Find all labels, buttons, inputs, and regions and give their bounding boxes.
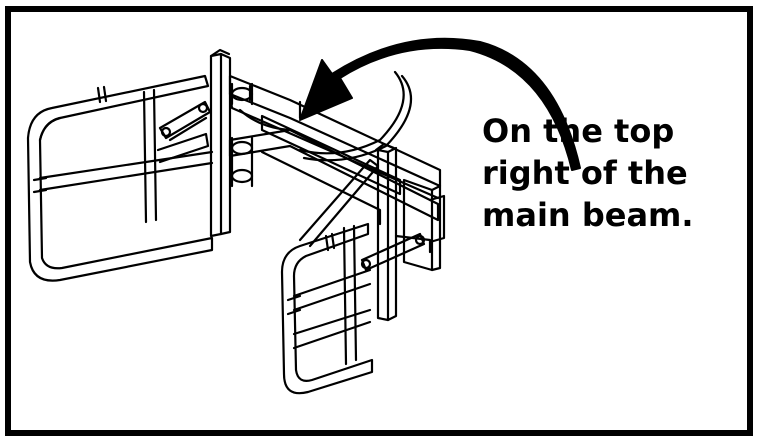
caption-line-3: main beam.: [482, 196, 694, 234]
bale-clamp-illustration: [26, 37, 581, 395]
right-clamp-arm-icon: [280, 142, 432, 395]
caption-text: On the top right of the main beam.: [482, 110, 752, 236]
caption-line-2: right of the: [482, 154, 688, 192]
diagram-frame: On the top right of the main beam.: [5, 6, 753, 436]
left-clamp-arm-icon: [26, 48, 232, 282]
caption-line-1: On the top: [482, 112, 675, 150]
main-beam-icon: [228, 70, 446, 272]
curved-arrow-icon: [299, 37, 581, 171]
